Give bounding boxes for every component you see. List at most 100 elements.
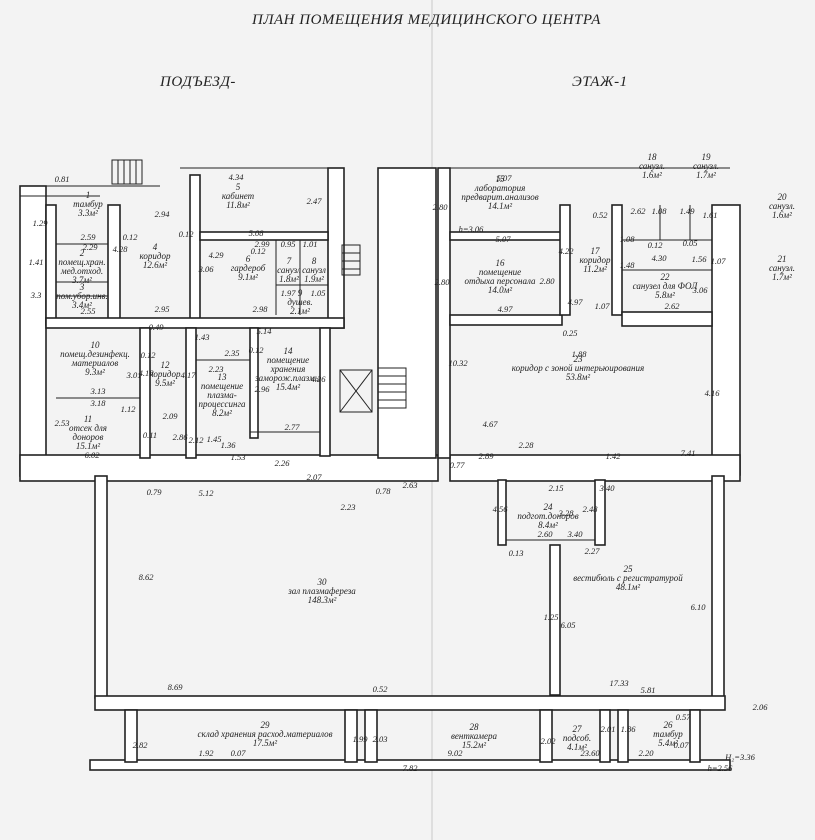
room-label-line: 27 [573, 724, 583, 734]
room-label-line: санузл. [639, 161, 665, 171]
dimension-label: 2.06 [753, 702, 769, 712]
room-label-line: отсек для [69, 423, 107, 433]
dimension-label: 1.07 [595, 301, 611, 311]
dimension-label: 23.60 [580, 748, 600, 758]
dimension-label: 0.57 [676, 712, 692, 722]
room-label-line: 14 [284, 346, 294, 356]
dimension-label: 2.07 [307, 472, 323, 482]
room-label-line: 8 [312, 256, 317, 266]
dimension-label: 1.45 [207, 434, 222, 444]
dimension-label: 1.41 [29, 257, 44, 267]
dimension-label: h=2.56 [708, 763, 734, 773]
room-label-line: зал плазмафереза [287, 586, 356, 596]
dimension-label: 0.12 [251, 246, 267, 256]
dimension-label: 0.25 [563, 328, 578, 338]
dimension-label: 5.07 [497, 173, 513, 183]
room-label-line: 9.5м² [155, 378, 175, 388]
room-label-line: коридор с зоной интерьюирования [512, 363, 644, 373]
dimension-label: 2.02 [541, 736, 557, 746]
room-label-line: 23 [574, 354, 584, 364]
room-label-line: 3.4м² [71, 300, 92, 310]
room-label-line: 1.8м² [279, 274, 299, 284]
room-label-line: помещ.дезинфекц. [60, 349, 130, 359]
room-label-line: санузл. [693, 161, 719, 171]
dimension-label: 0.05 [683, 238, 698, 248]
room-label-line: помещ.хран. [58, 257, 105, 267]
room-label-line: санузл [277, 265, 301, 275]
room-label-line: тамбур [73, 199, 103, 209]
dimension-label: 6.02 [85, 450, 101, 460]
dimension-label: 1.99 [353, 734, 369, 744]
room-label-line: помещение [479, 267, 521, 277]
room-label-line: лаборатория [474, 183, 526, 193]
room-label-line: 4.1м² [567, 742, 587, 752]
plan-title: ПЛАН ПОМЕЩЕНИЯ МЕДИЦИНСКОГО ЦЕНТРА [251, 12, 601, 28]
room-label-line: 7 [287, 256, 292, 266]
room-label-line: тамбур [653, 729, 683, 739]
room-label-line: коридор [150, 369, 181, 379]
room-label-line: 1.6м² [772, 210, 792, 220]
dimension-label: 0.12 [249, 345, 265, 355]
room-label-line: 11.8м² [226, 200, 250, 210]
dimension-label: 1.86 [621, 724, 637, 734]
room-label-line: 20 [778, 192, 788, 202]
dimension-label: 4.97 [498, 304, 514, 314]
dimension-label: 2.03 [373, 734, 388, 744]
room-label-line: 1.7м² [772, 272, 792, 282]
dimension-label: 2.77 [285, 422, 301, 432]
dimension-label: 7.41 [681, 448, 696, 458]
dimension-label: 4.29 [209, 250, 225, 260]
dimension-label: 0.07 [231, 748, 247, 758]
room-label-line: 26 [664, 720, 674, 730]
room-label-line: 8.4м² [538, 520, 558, 530]
room-label-line: процессинга [198, 399, 246, 409]
room-label-line: 18 [648, 152, 658, 162]
room-label-line: 15.4м² [276, 382, 300, 392]
dimension-label: 0.07 [674, 740, 690, 750]
dimension-label: 2.86 [173, 432, 189, 442]
dimension-label: 0.79 [147, 487, 163, 497]
dimension-label: 3.06 [198, 264, 215, 274]
room-label-line: санузл. [769, 201, 795, 211]
room-label-line: 14.1м² [488, 201, 512, 211]
dimension-label: 2.55 [81, 306, 96, 316]
dimension-label: 1.29 [33, 218, 49, 228]
room-label-line: 1.6м² [642, 170, 662, 180]
dimension-label: 1.08 [620, 234, 636, 244]
dimension-label: 3.28 [558, 508, 575, 518]
room-label-line: мед.отход. [60, 266, 103, 276]
dimension-label: 1.88 [572, 349, 588, 359]
room-label-line: 5 [236, 182, 241, 192]
dimension-label: 3.3 [30, 290, 42, 300]
dimension-label: 0.12 [141, 350, 157, 360]
dimension-label: 0.78 [376, 486, 392, 496]
floor-label: ЭТАЖ-1 [572, 74, 628, 90]
dimension-label: 2.15 [549, 483, 564, 493]
room-label-line: 10 [91, 340, 101, 350]
dimension-label: 4.28 [113, 244, 129, 254]
dimension-label: 4.18 [139, 368, 155, 378]
dimension-label: 1.08 [652, 206, 668, 216]
dimension-label: 1.97 [281, 288, 297, 298]
dimension-label: 1.56 [692, 254, 708, 264]
dimension-label: 10.32 [448, 358, 468, 368]
dimension-label: 2.29 [83, 242, 99, 252]
dimension-label: 2.28 [519, 440, 535, 450]
dimension-label: 6.05 [561, 620, 576, 630]
dimension-label: 1.49 [680, 206, 696, 216]
room-label-line: 2 [80, 248, 85, 258]
